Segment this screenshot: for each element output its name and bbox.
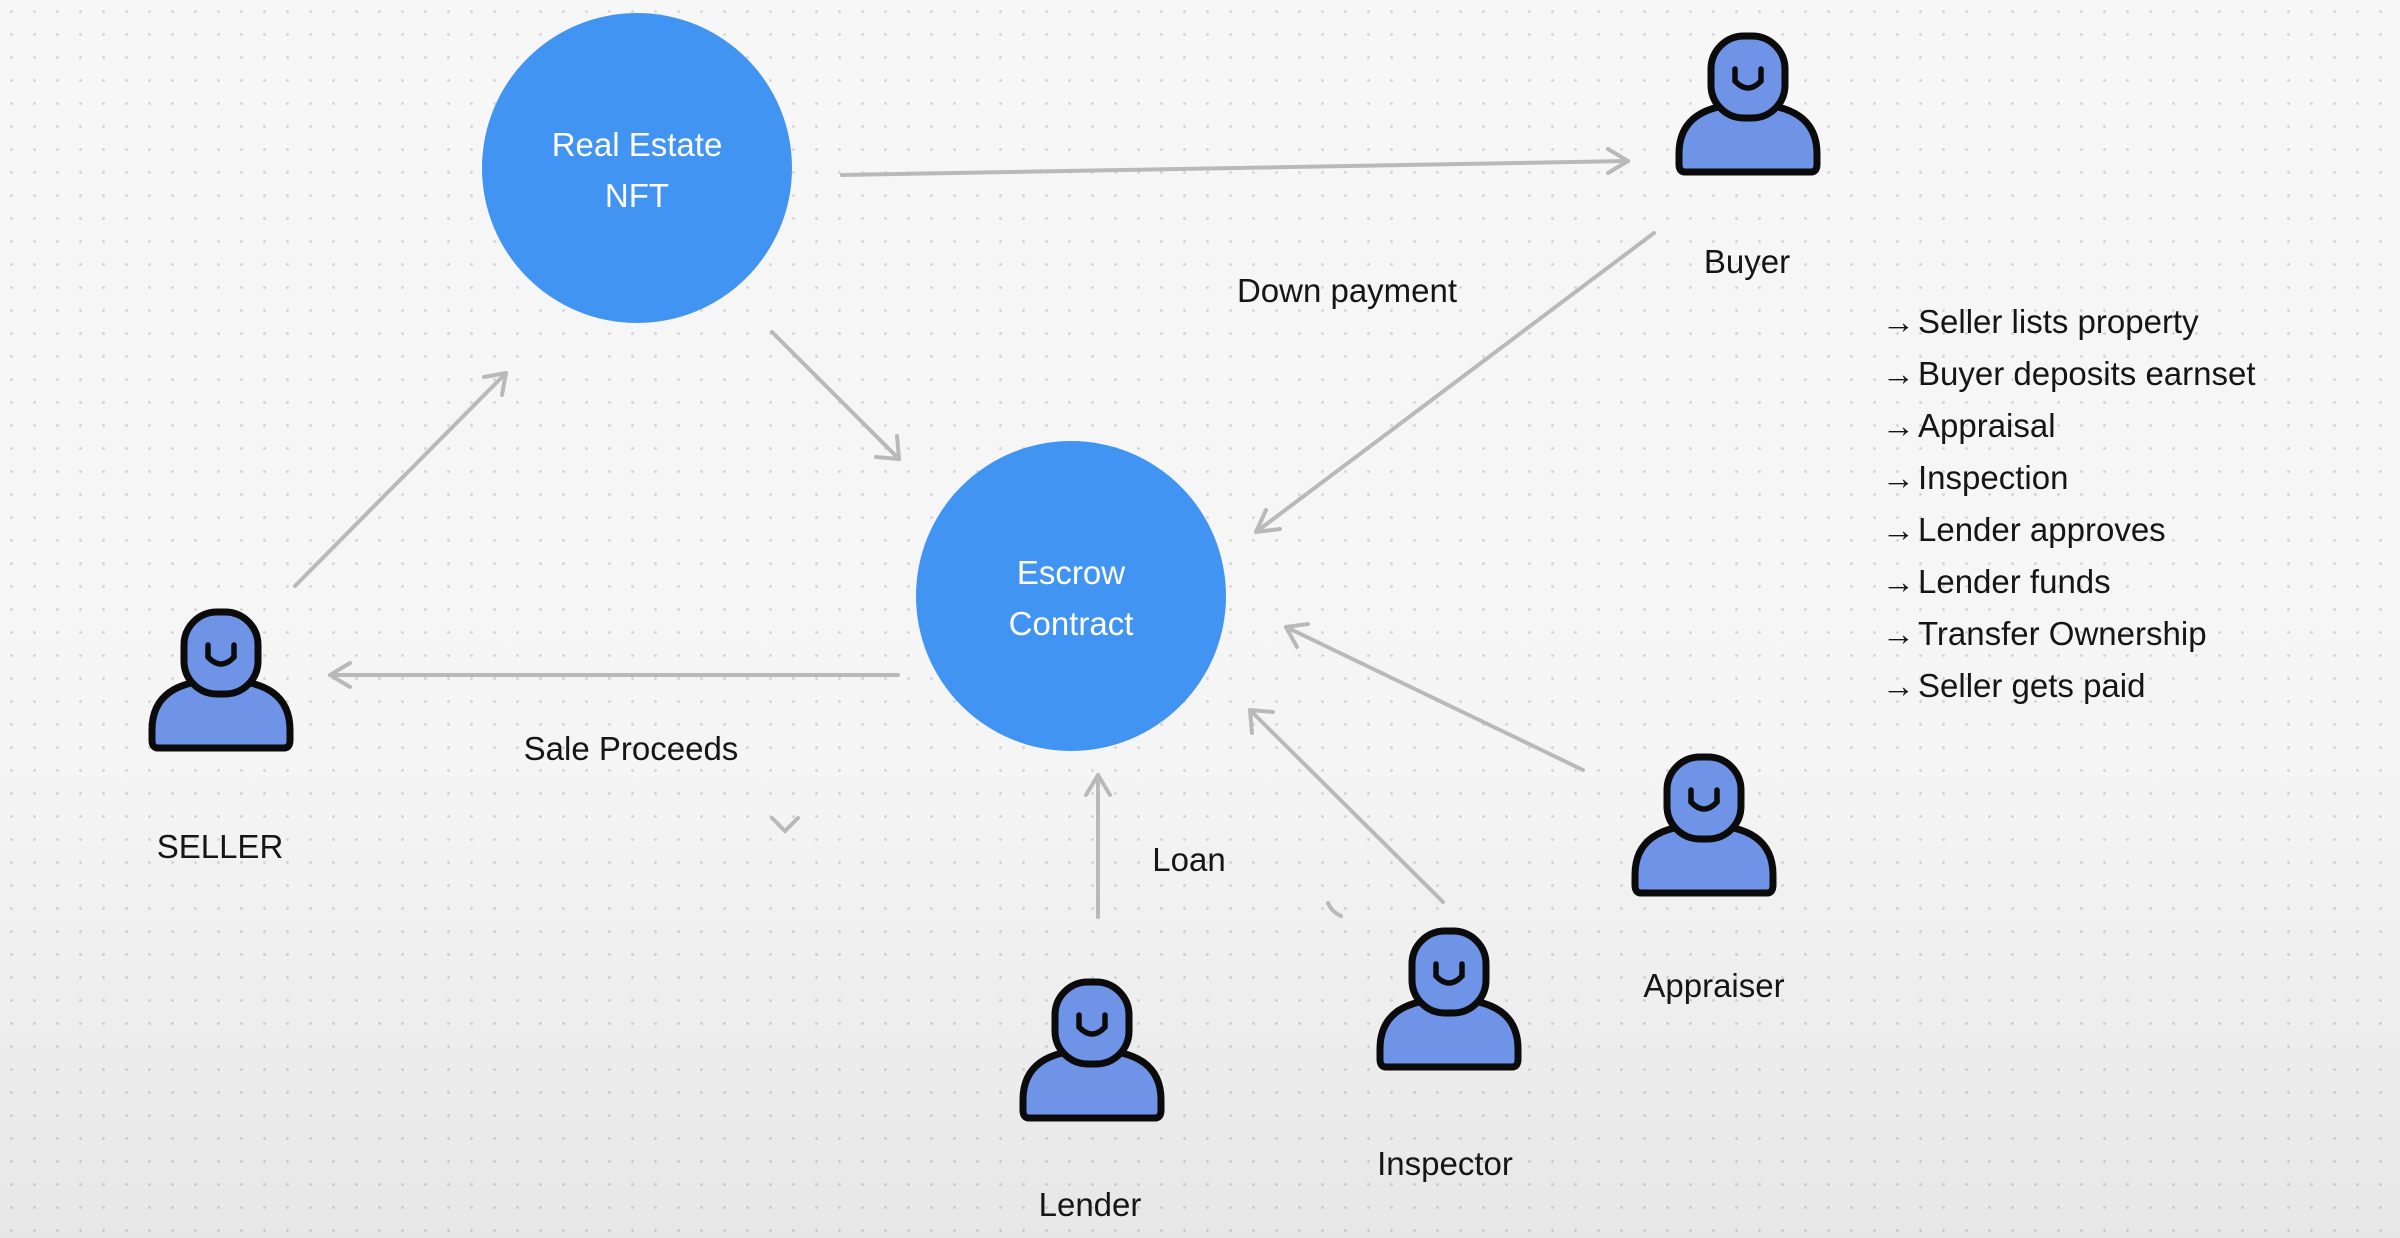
step-text: Seller gets paid bbox=[1918, 667, 2146, 704]
step-item: →Lender funds bbox=[1882, 556, 2382, 608]
step-item: →Appraisal bbox=[1882, 400, 2382, 452]
arrow-icon: → bbox=[1882, 459, 1915, 496]
arrow-icon: → bbox=[1882, 511, 1915, 548]
step-item: →Lender approves bbox=[1882, 504, 2382, 556]
step-text: Inspection bbox=[1918, 459, 2069, 496]
step-text: Transfer Ownership bbox=[1918, 615, 2207, 652]
sale-proceeds-label: Sale Proceeds bbox=[524, 730, 739, 767]
seller-person-icon bbox=[152, 612, 290, 748]
stray-chevron-mark bbox=[770, 816, 800, 834]
lender-actor[interactable]: Lender bbox=[1023, 982, 1161, 1223]
buyer-person-icon bbox=[1679, 36, 1817, 172]
arrow-appraiser-to-escrow bbox=[1284, 622, 1585, 772]
arrow-nft-to-escrow bbox=[770, 330, 901, 461]
step-item: →Buyer deposits earnset bbox=[1882, 348, 2382, 400]
seller-label: SELLER bbox=[157, 828, 284, 865]
real-estate-nft-label-line1: Real Estate bbox=[552, 126, 723, 163]
step-item: →Inspection bbox=[1882, 452, 2382, 504]
step-text: Seller lists property bbox=[1918, 303, 2199, 340]
real-estate-nft-node[interactable]: Real Estate NFT bbox=[482, 13, 792, 323]
arrow-inspector-to-escrow bbox=[1248, 708, 1445, 904]
lender-person-icon bbox=[1023, 982, 1161, 1118]
arrow-lender-to-escrow bbox=[1084, 773, 1112, 919]
inspector-actor[interactable]: Inspector bbox=[1377, 931, 1518, 1182]
seller-actor[interactable]: SELLER bbox=[152, 612, 290, 865]
step-text: Lender funds bbox=[1918, 563, 2111, 600]
arrow-nft-to-buyer bbox=[840, 147, 1630, 177]
step-text: Buyer deposits earnset bbox=[1918, 355, 2256, 392]
arrow-icon: → bbox=[1882, 355, 1915, 392]
appraiser-label: Appraiser bbox=[1643, 967, 1784, 1004]
escrow-contract-node[interactable]: Escrow Contract bbox=[916, 441, 1226, 751]
down-payment-label: Down payment bbox=[1237, 272, 1457, 309]
arrow-icon: → bbox=[1882, 615, 1915, 652]
step-item: →Seller gets paid bbox=[1882, 660, 2382, 712]
arrow-seller-to-nft bbox=[293, 371, 508, 588]
step-text: Lender approves bbox=[1918, 511, 2166, 548]
inspector-label: Inspector bbox=[1377, 1145, 1513, 1182]
inspector-person-icon bbox=[1380, 931, 1518, 1067]
real-estate-nft-label-line2: NFT bbox=[605, 177, 669, 214]
arrow-escrow-to-seller bbox=[328, 661, 900, 689]
stray-tick-mark bbox=[1326, 901, 1343, 918]
arrow-icon: → bbox=[1882, 303, 1915, 340]
buyer-label: Buyer bbox=[1704, 243, 1790, 280]
step-item: →Seller lists property bbox=[1882, 296, 2382, 348]
arrow-buyer-to-escrow bbox=[1254, 231, 1656, 534]
buyer-actor[interactable]: Buyer bbox=[1679, 36, 1817, 280]
appraiser-person-icon bbox=[1635, 757, 1773, 893]
arrow-icon: → bbox=[1882, 667, 1915, 704]
process-steps-list: →Seller lists property →Buyer deposits e… bbox=[1882, 296, 2382, 712]
step-text: Appraisal bbox=[1918, 407, 2056, 444]
arrow-icon: → bbox=[1882, 407, 1915, 444]
lender-label: Lender bbox=[1039, 1186, 1142, 1223]
loan-label: Loan bbox=[1152, 841, 1225, 878]
arrow-icon: → bbox=[1882, 563, 1915, 600]
escrow-contract-label-line1: Escrow bbox=[1017, 554, 1125, 591]
escrow-contract-label-line2: Contract bbox=[1009, 605, 1134, 642]
step-item: →Transfer Ownership bbox=[1882, 608, 2382, 660]
appraiser-actor[interactable]: Appraiser bbox=[1635, 757, 1785, 1004]
